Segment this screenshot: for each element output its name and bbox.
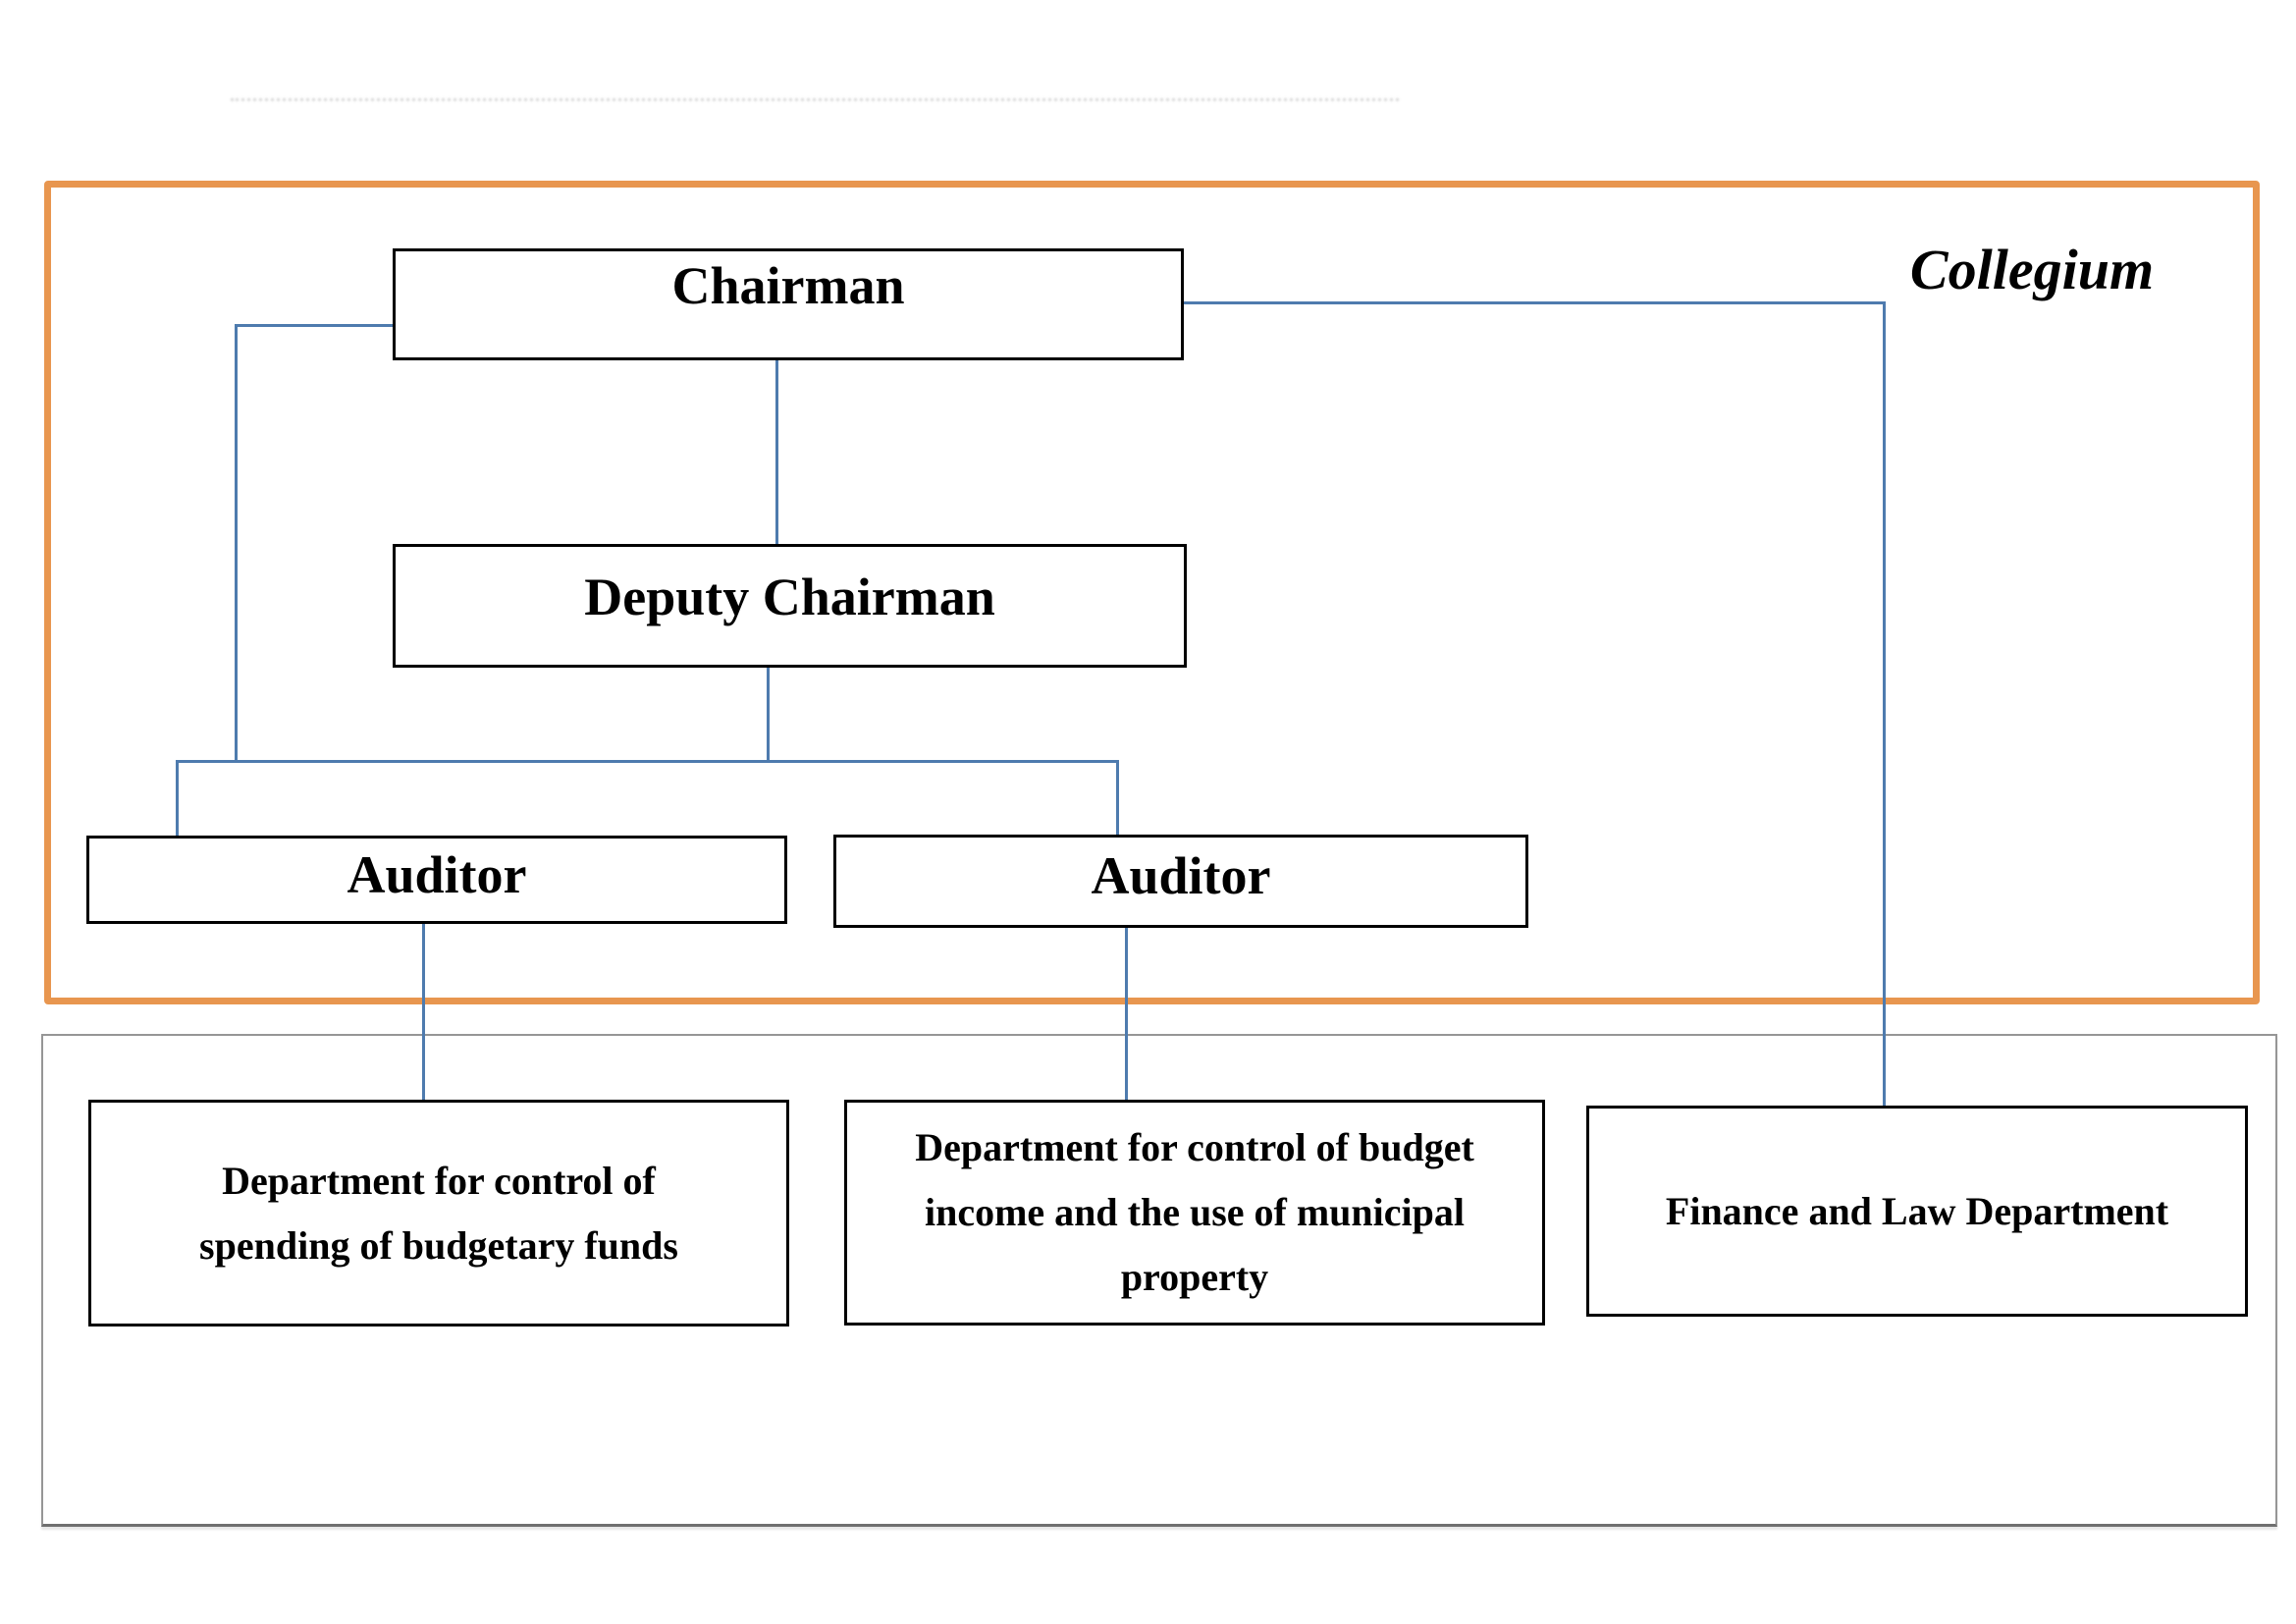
node-dept-finance: Finance and Law Department [1586,1106,2248,1317]
connector-junction-horizontal [176,760,1119,763]
node-dept-finance-label: Finance and Law Department [1665,1188,2169,1233]
connector-left-vertical [235,324,238,762]
connector-auditor-right-to-dept [1125,928,1128,1100]
connector-drop-to-auditor-left [176,760,179,836]
node-auditor-left: Auditor [86,836,787,924]
node-dept-spending: Department for control of spending of bu… [88,1100,789,1326]
node-chairman-label: Chairman [671,256,905,315]
connector-deputy-to-junction [767,668,770,762]
node-auditor-right-label: Auditor [1091,846,1271,905]
collegium-boundary [44,181,2260,1004]
faded-text-artifact [231,98,1399,101]
connector-chairman-left-horizontal [235,324,396,327]
node-dept-income: Department for control of budget income … [844,1100,1545,1326]
node-chairman: Chairman [393,248,1184,360]
node-deputy-chairman: Deputy Chairman [393,544,1187,668]
connector-chairman-to-deputy [775,360,778,544]
connector-to-finance-dept [1883,301,1886,1106]
connector-drop-to-auditor-right [1116,760,1119,835]
node-deputy-chairman-label: Deputy Chairman [584,568,995,626]
departments-container [41,1034,2277,1527]
node-dept-income-label: Department for control of budget income … [915,1125,1474,1299]
connector-chairman-right-horizontal [1184,301,1886,304]
node-dept-spending-label: Department for control of spending of bu… [199,1158,678,1268]
node-auditor-right: Auditor [833,835,1528,928]
node-auditor-left-label: Auditor [347,845,527,904]
connector-auditor-left-to-dept [422,924,425,1100]
collegium-label: Collegium [1909,238,2155,301]
